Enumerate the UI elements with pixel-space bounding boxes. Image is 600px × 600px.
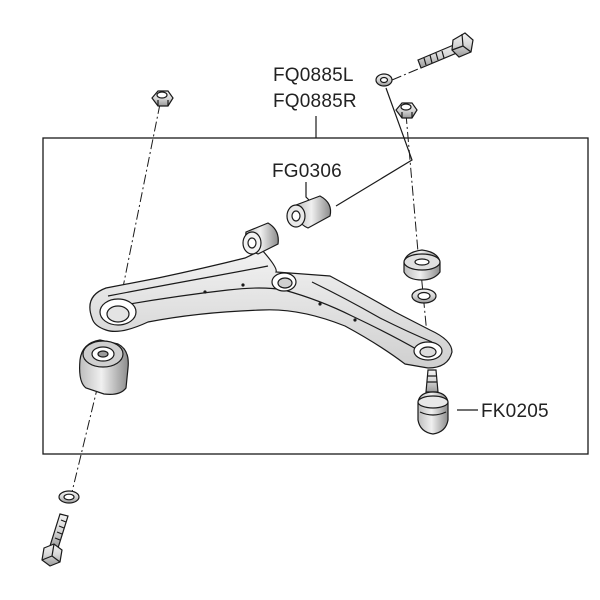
bolt-axis-line (335, 87, 413, 207)
bolt-axis-dashed-line (391, 63, 431, 81)
ball-joint-fk0205 (417, 369, 449, 435)
hex-bolt-top (417, 32, 474, 69)
label-fq0885r: FQ0885R (273, 91, 357, 112)
label-fg0306: FG0306 (272, 161, 342, 182)
hex-bolt-bottom (41, 513, 69, 567)
nut-top-left (151, 90, 174, 107)
label-fk0205: FK0205 (481, 401, 549, 422)
washer-bottom-left (58, 490, 80, 504)
nut-top-right (395, 102, 418, 119)
label-fq0885l: FQ0885L (273, 65, 354, 86)
washer-right (411, 288, 437, 304)
upper-rubber-insulator (403, 249, 441, 281)
right-axis-dashed-line (405, 113, 429, 346)
fg0306-leader-line (305, 182, 312, 203)
front-bushing-fg0306 (286, 195, 332, 229)
washer-small-top (375, 73, 393, 87)
lower-control-arm (89, 222, 453, 369)
rear-axis-dashed-line (71, 103, 161, 493)
rear-bushing (79, 339, 129, 395)
